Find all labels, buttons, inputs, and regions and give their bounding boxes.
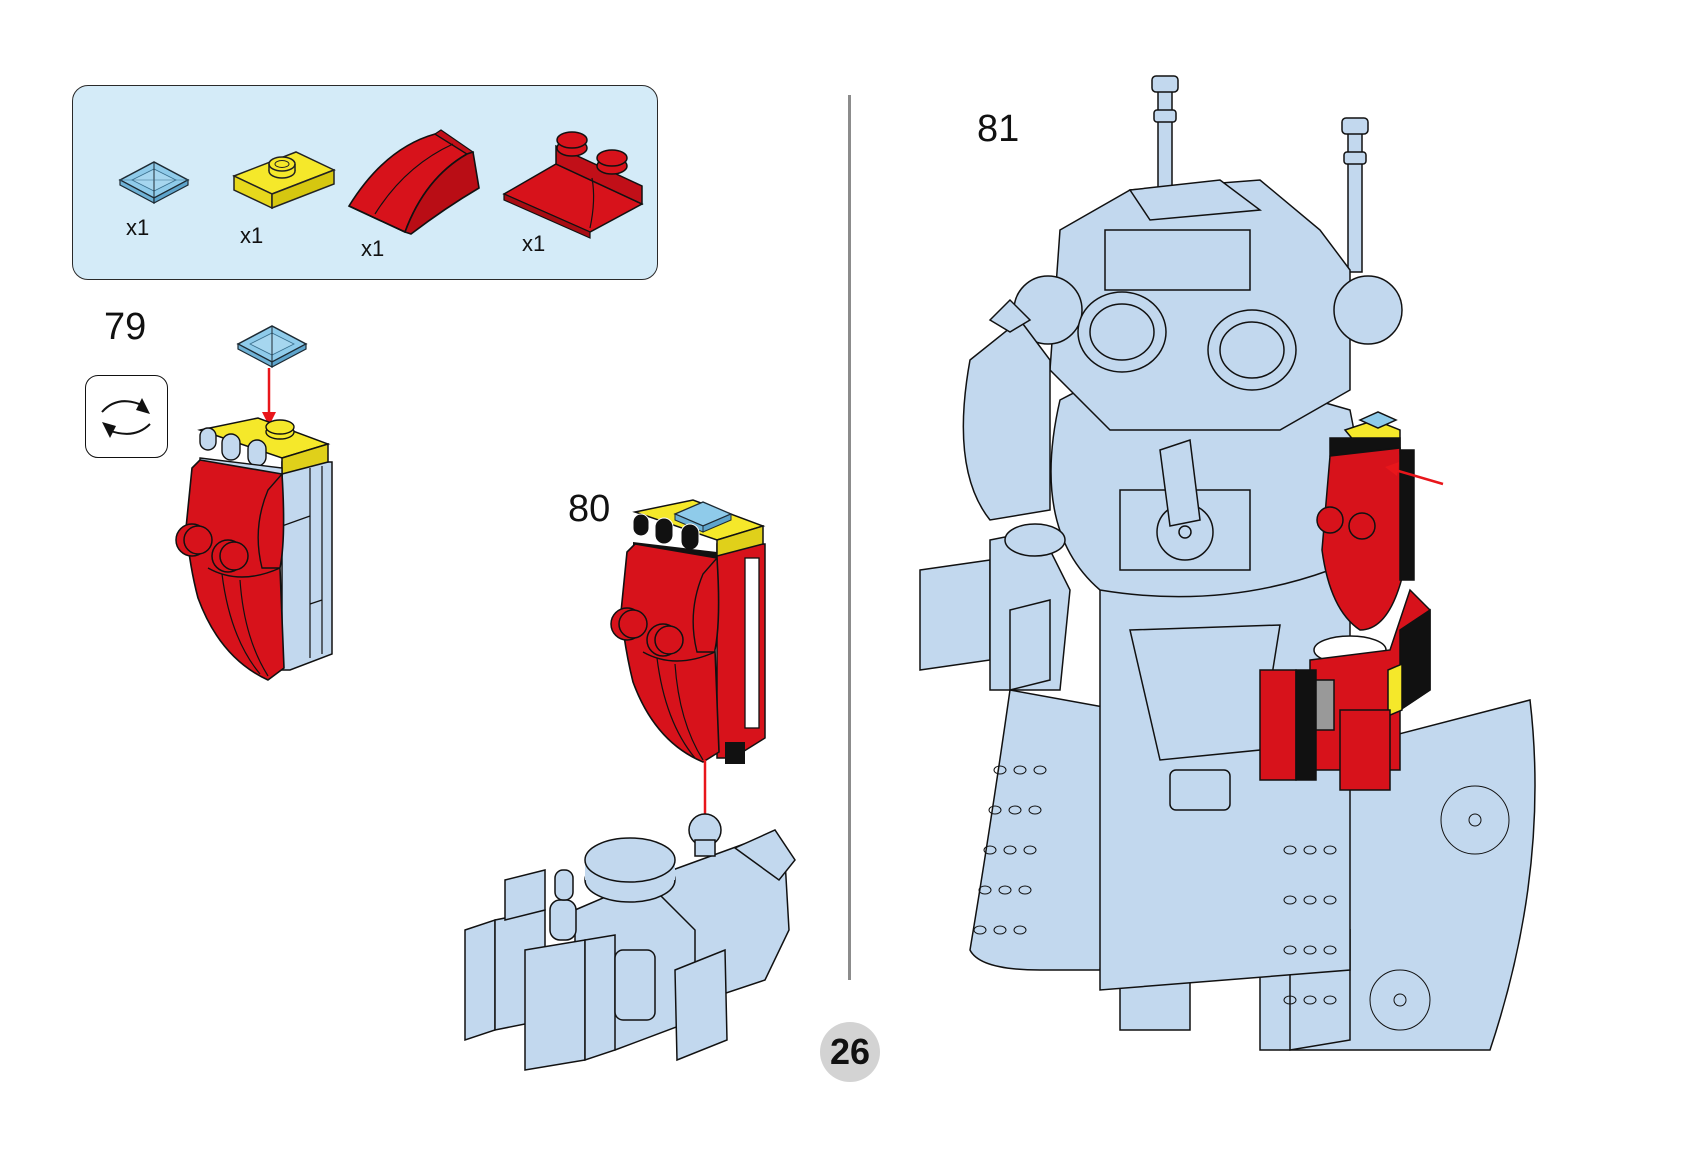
step80-hand-assembly-icon	[464, 813, 796, 1071]
part-quantity-label: x1	[522, 231, 546, 256]
rotate-model-indicator	[85, 375, 168, 458]
page-number-badge: 26	[820, 1022, 880, 1082]
part-quantity-label: x1	[126, 215, 150, 240]
step80-arm-assembly-icon	[610, 499, 766, 764]
part-trans-blue-tile-icon	[118, 161, 190, 204]
part-yellow-plate-icon	[232, 151, 336, 210]
part-quantity-label: x1	[240, 223, 264, 248]
step-number-81: 81	[977, 108, 1020, 150]
part-red-curved-slope-icon	[347, 129, 480, 235]
page-divider	[848, 95, 851, 980]
step79-trans-tile-icon	[236, 325, 308, 368]
part-quantity-label: x1	[361, 236, 385, 261]
rotate-model-icon	[101, 398, 151, 438]
step81-robot-assembly-icon	[919, 75, 1536, 1051]
step-number-79: 79	[104, 306, 147, 348]
part-red-slope-studs-icon	[502, 131, 644, 239]
step79-placement-arrow-icon	[262, 368, 276, 426]
step-number-80: 80	[568, 488, 611, 530]
step81-placement-arrow-icon	[1385, 462, 1444, 486]
step79-arm-assembly-icon	[175, 417, 333, 681]
